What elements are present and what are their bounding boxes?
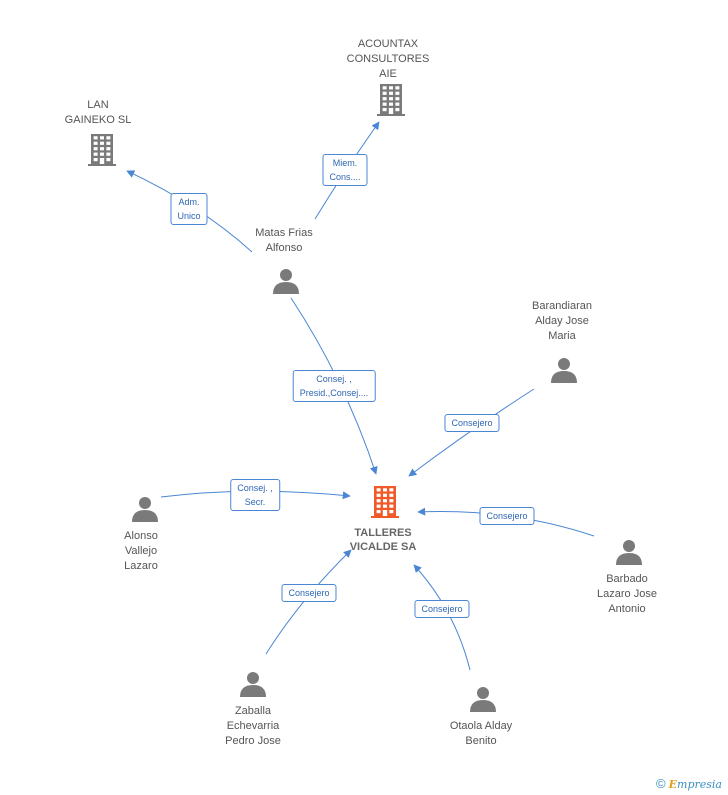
edge-label-text: Consej. , <box>316 374 352 384</box>
node-label-line: Barbado <box>606 573 648 585</box>
edge-label-text: Unico <box>177 211 201 221</box>
node-label-acountax[interactable]: ACOUNTAX CONSULTORES AIE <box>347 37 430 82</box>
edge-zaballa <box>265 549 352 655</box>
node-label-line: Lazaro <box>124 560 158 572</box>
person-icon[interactable] <box>273 269 299 294</box>
edge-label-text: Miem. <box>332 158 358 168</box>
node-label-line: Otaola Alday <box>449 720 513 732</box>
edge-label-text: Consejero <box>421 604 463 614</box>
edge-label-text: Consej. , <box>237 483 273 493</box>
node-label-line: VICALDE SA <box>349 541 417 553</box>
edge-label-alonso[interactable]: Consej. , Secr. <box>230 479 280 511</box>
edge-label-barbado[interactable]: Consejero <box>479 507 535 525</box>
edge-label-text: Secr. <box>244 497 266 507</box>
edge-label-lan[interactable]: Adm. Unico <box>170 193 208 225</box>
node-label-line: AIE <box>379 68 397 80</box>
node-label-line: Zaballa <box>234 705 272 717</box>
edge-label-text: Cons.... <box>329 172 361 182</box>
edge-label-acountax[interactable]: Miem. Cons.... <box>322 154 368 186</box>
node-label-main[interactable]: TALLERES VICALDE SA <box>350 526 417 554</box>
node-label-line: Echevarria <box>226 720 280 732</box>
person-icon[interactable] <box>132 497 158 522</box>
node-label-line: Benito <box>465 735 497 747</box>
edge-barandiaran <box>408 388 535 477</box>
edge-label-zaballa[interactable]: Consejero <box>281 584 337 602</box>
node-label-line: Pedro Jose <box>225 735 281 747</box>
edge-label-text: Presid.,Consej.... <box>299 388 369 398</box>
person-icon[interactable] <box>470 687 496 712</box>
node-label-line: Alfonso <box>265 242 303 254</box>
company-building-icon[interactable] <box>88 134 116 166</box>
copyright-symbol: © <box>656 776 666 791</box>
person-icon[interactable] <box>240 672 266 697</box>
edge-label-text: Adm. <box>178 197 200 207</box>
node-label-line: GAINEKO SL <box>64 114 132 126</box>
node-label-line: CONSULTORES <box>346 53 430 65</box>
edge-label-matas[interactable]: Consej. , Presid.,Consej.... <box>292 370 376 402</box>
empresia-brand[interactable]: ©Empresia <box>656 776 722 791</box>
edge-label-text: Consejero <box>451 418 493 428</box>
person-icon[interactable] <box>551 358 577 383</box>
edge-label-otaola[interactable]: Consejero <box>414 600 470 618</box>
node-label-line: Matas Frias <box>255 227 313 239</box>
node-label-line: Barandiaran <box>532 300 592 312</box>
node-label-line: LAN <box>87 99 109 111</box>
node-label-line: Lazaro Jose <box>597 588 657 600</box>
node-label-line: Vallejo <box>124 545 158 557</box>
node-label-line: Alday Jose <box>535 315 589 327</box>
edge-label-barandiaran[interactable]: Consejero <box>444 414 500 432</box>
node-label-line: Antonio <box>608 603 646 615</box>
node-label-lan[interactable]: LAN GAINEKO SL <box>65 98 132 128</box>
brand-logo-e: E <box>668 778 678 791</box>
icons <box>88 84 642 712</box>
node-label-line: Maria <box>548 330 576 342</box>
company-building-icon[interactable] <box>377 84 405 116</box>
edge-label-text: Consejero <box>288 588 330 598</box>
node-label-line: TALLERES <box>354 527 412 539</box>
node-label-line: ACOUNTAX <box>357 38 419 50</box>
person-icon[interactable] <box>616 540 642 565</box>
node-label-line: Alonso <box>124 530 158 542</box>
edge-label-text: Consejero <box>486 511 528 521</box>
brand-name: mpresia <box>677 778 722 791</box>
company-building-icon[interactable] <box>371 486 399 518</box>
